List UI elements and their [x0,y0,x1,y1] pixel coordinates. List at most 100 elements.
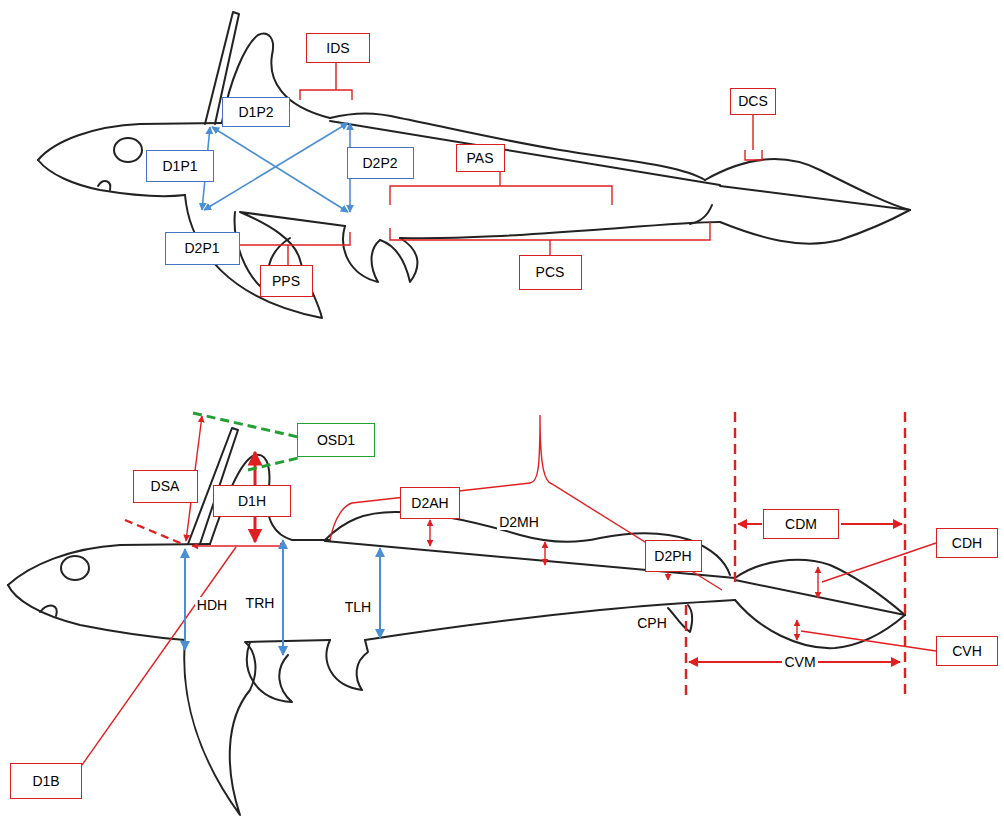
label-box: IDS [306,33,370,63]
label-box: CDH [936,528,998,558]
label-text: D2P2 [362,155,397,172]
mouth [98,181,110,190]
measure-arrow [379,548,381,638]
pelvic-fin [380,238,417,282]
label-box: D1P2 [222,97,290,127]
blue-height-lines [185,540,380,655]
label-text: OSD1 [317,432,355,449]
blue-measure-lines [202,123,350,212]
dashed-guide [904,412,906,700]
bracket [237,232,350,265]
label-text: IDS [326,40,349,57]
measurement-label: HDH [195,597,229,614]
red-brackets [237,63,762,265]
measurement-label: CVM [782,654,817,671]
leader-line [822,543,936,582]
label-text: D2P1 [184,240,219,257]
label-box: CVH [936,636,998,666]
measure-arrow [544,542,545,565]
measure-arrow [817,567,818,598]
red-measure-lines [82,412,936,765]
measurement-label: TLH [343,599,373,616]
dashed-guide [734,412,736,582]
label-text: D1P2 [238,104,273,121]
measurement-label: D2MH [497,514,541,531]
fish-outline [8,544,210,585]
mouth [40,606,57,616]
label-text: PCS [536,264,565,281]
fish-outline [400,222,720,238]
pectoral-fin [184,640,330,815]
measure-arrow [212,127,348,212]
fish-outline [325,541,735,578]
dashed-guide [685,605,687,700]
measure-arrow [192,545,286,546]
caudal-fin [705,159,910,210]
measure-arrow [841,523,902,525]
second-dorsal-fin [330,114,705,181]
dashed-guide [125,520,185,545]
anal-fin [690,205,712,224]
measure-arrow [738,523,762,525]
label-text: DSA [151,478,180,495]
fish-outline [735,580,905,615]
green-guides [193,413,298,470]
label-text: PPS [272,273,300,290]
leader-line [82,547,236,765]
dashed-guide [193,413,298,437]
label-text: CVH [952,643,982,660]
bracket [745,114,762,160]
label-text: D1H [238,493,266,510]
anal-fin [668,605,692,632]
first-dorsal-fin [210,455,330,544]
measurement-label: TRH [244,595,277,612]
pelvic-fin [247,642,292,702]
label-box: D1H [213,485,291,517]
eye [114,138,142,162]
bracket [300,63,352,100]
label-text: PAS [467,150,494,167]
fish-outline [8,585,185,640]
label-box: DCS [730,88,776,115]
label-box: D1B [10,763,82,799]
measure-arrow [282,540,284,655]
label-box: D2P2 [347,147,414,179]
leader-line [801,631,936,651]
bracket [390,172,612,205]
brace [330,415,722,590]
pelvic-fin [327,640,368,690]
label-text: DCS [738,93,768,110]
label-box: CDM [763,509,839,539]
dashed-guide [248,458,298,470]
second-dorsal-fin [325,512,730,575]
measure-arrow [429,520,430,546]
bracket [390,222,710,255]
fish-outline [365,600,735,640]
label-text: D1P1 [162,158,197,175]
label-box: D1P1 [146,150,214,182]
label-box: D2PH [645,540,702,572]
label-text: CDH [952,535,982,552]
label-box: OSD1 [297,423,375,457]
measure-arrow [204,123,348,210]
caudal-fin [735,600,905,648]
eye [61,556,89,580]
top-fish [38,12,910,318]
label-text: D2AH [411,495,448,512]
label-text: D1B [32,773,59,790]
measurement-label: CPH [635,615,669,632]
caudal-fin [735,560,905,615]
pelvic-fin [343,226,380,282]
fish-outline [720,186,910,210]
measure-arrow [184,549,186,650]
bottom-fish [8,428,905,815]
measure-arrow [796,620,797,640]
label-box: D2P1 [165,232,240,265]
label-box: PAS [456,144,505,172]
label-box: D2AH [400,487,460,519]
label-text: CDM [785,516,817,533]
label-box: PPS [260,265,313,297]
